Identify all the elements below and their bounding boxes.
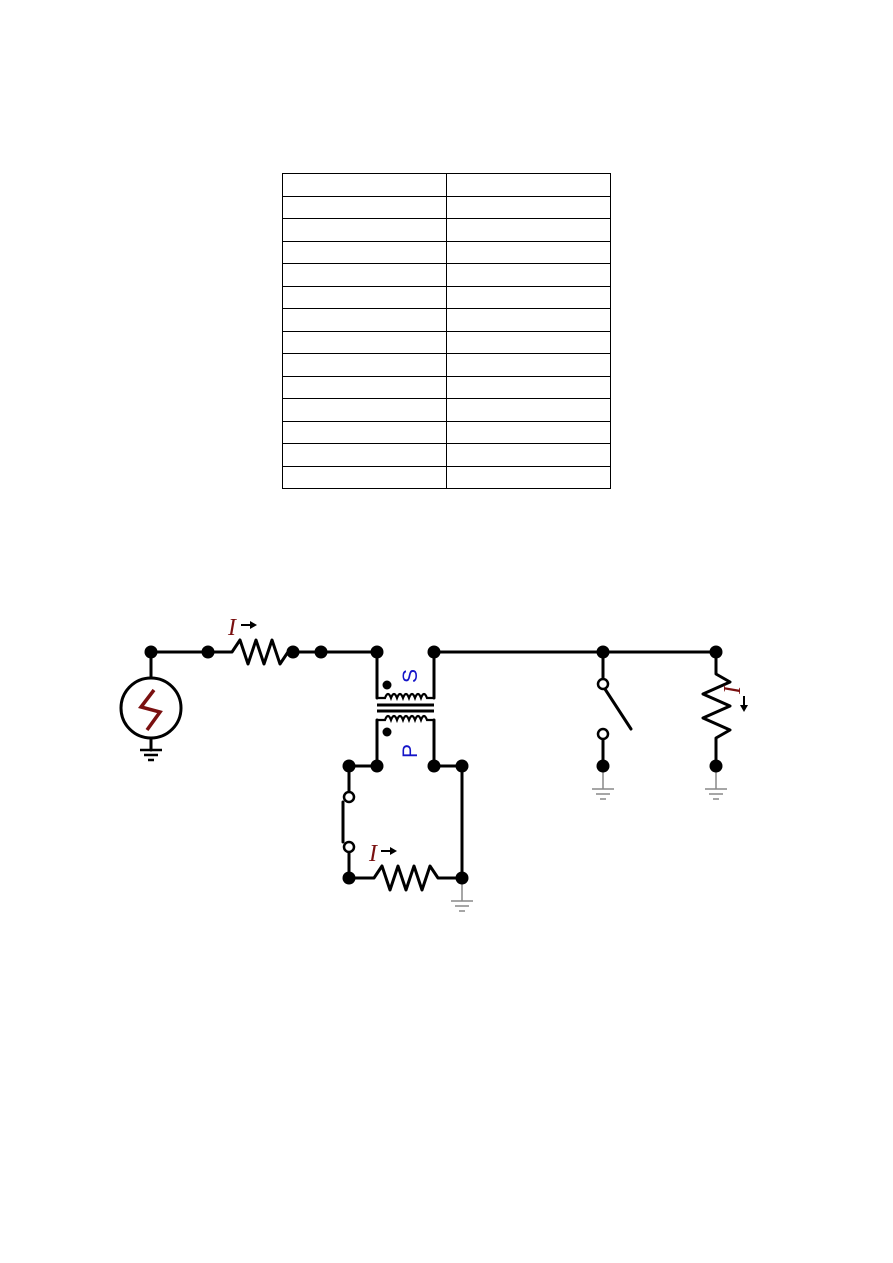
table-cell	[282, 285, 447, 309]
circuit-diagram: I I I S P	[119, 615, 748, 912]
table-cell	[282, 443, 447, 467]
table-row	[282, 240, 611, 264]
table-body	[282, 173, 611, 489]
node	[342, 871, 356, 885]
table-cell	[446, 420, 611, 444]
table-cell	[282, 240, 447, 264]
table-cell	[282, 218, 447, 242]
table-cell	[446, 398, 611, 422]
table-cell	[446, 465, 611, 489]
table-cell	[282, 308, 447, 332]
node	[342, 759, 356, 773]
node	[370, 759, 384, 773]
ac-source-symbol	[138, 688, 163, 732]
table-cell	[446, 263, 611, 287]
node	[427, 759, 441, 773]
current-label-primary: I	[368, 841, 378, 867]
transformer	[377, 692, 434, 724]
table-cell	[446, 330, 611, 354]
table-cell	[282, 465, 447, 489]
switch-contact-top	[596, 677, 610, 691]
polarity-dot-secondary	[382, 680, 392, 690]
current-label-load: I	[720, 685, 746, 695]
table-cell	[282, 375, 447, 399]
table-row	[282, 263, 611, 287]
table-cell	[282, 420, 447, 444]
node	[455, 759, 469, 773]
table-cell	[446, 195, 611, 219]
table-row	[282, 195, 611, 219]
ground-primary	[451, 878, 473, 912]
table-cell	[446, 285, 611, 309]
ground-source	[140, 748, 162, 762]
table-row	[282, 285, 611, 309]
resistor-primary	[347, 864, 464, 892]
table-row	[282, 375, 611, 399]
node	[596, 759, 610, 773]
lower-switch-contact-bottom	[342, 840, 356, 854]
table-row	[282, 465, 611, 489]
resistor-load	[701, 650, 732, 768]
primary-winding	[377, 714, 434, 724]
table-row	[282, 173, 611, 197]
table-cell	[446, 240, 611, 264]
node	[314, 645, 328, 659]
current-arrow-down-icon	[740, 696, 748, 712]
table-cell	[282, 398, 447, 422]
node	[596, 645, 610, 659]
node	[286, 645, 300, 659]
node	[455, 871, 469, 885]
table-row	[282, 398, 611, 422]
node	[144, 645, 158, 659]
secondary-winding	[377, 692, 434, 702]
table-cell	[446, 308, 611, 332]
lower-switch-contact-top	[342, 790, 356, 804]
table-row	[282, 308, 611, 332]
table-cell	[282, 263, 447, 287]
table-row	[282, 218, 611, 242]
empty-table	[282, 173, 611, 489]
table-cell	[446, 375, 611, 399]
table-row	[282, 353, 611, 377]
node	[201, 645, 215, 659]
node	[709, 759, 723, 773]
node	[709, 645, 723, 659]
table-cell	[446, 173, 611, 197]
table-cell	[282, 173, 447, 197]
table-cell	[446, 218, 611, 242]
polarity-dot-primary	[382, 727, 392, 737]
secondary-label: S	[399, 669, 422, 683]
table-row	[282, 420, 611, 444]
current-arrow-right-icon	[381, 847, 397, 855]
table-cell	[282, 195, 447, 219]
switch-contact-bottom	[596, 727, 610, 741]
table-cell	[446, 443, 611, 467]
primary-label: P	[399, 744, 422, 758]
table-cell	[446, 353, 611, 377]
table-cell	[282, 330, 447, 354]
resistor-series	[206, 638, 295, 666]
current-label-top: I	[227, 615, 237, 641]
switch-blade	[601, 684, 633, 731]
table-cell	[282, 353, 447, 377]
junction-nodes	[144, 645, 723, 885]
current-arrow-right-icon	[241, 621, 257, 629]
table-row	[282, 443, 611, 467]
table-row	[282, 330, 611, 354]
node	[427, 645, 441, 659]
node	[370, 645, 384, 659]
